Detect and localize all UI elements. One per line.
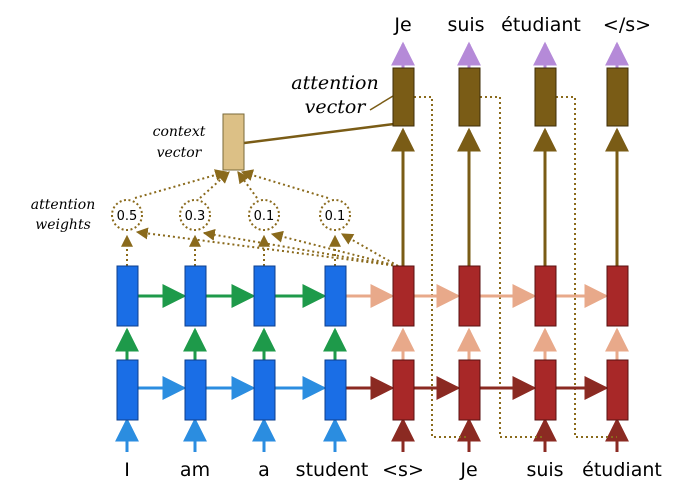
output-word: suis [447,14,484,36]
target-input-word: suis [526,459,563,481]
encoder-cell [116,359,139,421]
output-words: Je suis étudiant </s> [393,14,651,36]
feedback-dotted-paths [414,96,617,438]
attention-weight-circle [179,199,211,231]
source-word: a [258,459,270,481]
source-word: am [180,459,210,481]
attention-vector-label-line: attention [291,72,378,94]
encoder-cell [253,265,276,327]
decoder-cell [458,359,481,421]
context-vector-label-line: context [153,124,206,140]
context-vector-label-line: vector [157,145,203,161]
encoder-bottom-layer [116,359,347,421]
source-words: I am a student [124,459,368,481]
decoder-cell [534,265,557,327]
encoder-input-arrows [115,417,347,452]
target-input-word: étudiant [582,459,662,481]
decoder-cell [392,359,415,421]
attention-weights-label-line: weights [35,217,91,233]
decoder-bottom-layer [392,359,629,421]
source-word: I [124,459,130,481]
decoder-cell [392,265,415,327]
attention-weight-value: 0.5 [117,209,138,224]
decoder-to-attention-arrows [391,127,629,266]
decoder-top-layer [392,265,629,327]
attention-vector-layer [392,67,629,127]
encoder-cell [184,265,207,327]
output-word: </s> [603,14,651,36]
output-arrows [391,41,629,68]
attention-vector-cell [534,67,557,127]
attention-weight-circle [319,199,351,231]
attention-weight-circle [248,199,280,231]
attention-weight-circles: 0.5 0.3 0.1 0.1 [111,199,351,231]
decoder-cell [606,265,629,327]
encoder-vertical-arrows [115,327,347,360]
encoder-cell [324,359,347,421]
output-word: Je [393,14,411,36]
context-vector-label: context vector [153,124,206,161]
attention-weight-circle [111,199,143,231]
encoder-cell [184,359,207,421]
attention-vector-pointer [369,95,394,111]
output-word: étudiant [501,14,581,36]
decoder-cell [534,359,557,421]
attention-weight-value: 0.1 [254,209,275,224]
attention-weights-label: attention weights [31,197,95,233]
attention-vector-cell [392,67,415,127]
attention-weight-value: 0.1 [325,209,346,224]
target-input-words: <s> Je suis étudiant [382,459,662,481]
decoder-cell [606,359,629,421]
context-to-attention-line [243,122,395,145]
target-input-word: <s> [382,459,424,481]
context-vector-cell [222,113,245,171]
encoder-cell [116,265,139,327]
attention-weight-value: 0.3 [185,209,206,224]
decoder-cell [458,265,481,327]
encoder-top-layer [116,265,347,327]
encoder-cell [324,265,347,327]
attention-vector-label: attention vector [291,72,378,118]
attention-vector-cell [606,67,629,127]
target-input-word: Je [459,459,477,481]
attention-vector-cell [458,67,481,127]
attention-score-lines [121,169,399,267]
decoder-vertical-arrows [391,327,629,360]
attention-weights-label-line: attention [31,197,95,213]
source-word: student [296,459,369,481]
encoder-cell [253,359,276,421]
attention-vector-label-line: vector [305,96,368,118]
decoder-input-arrows [391,417,629,452]
